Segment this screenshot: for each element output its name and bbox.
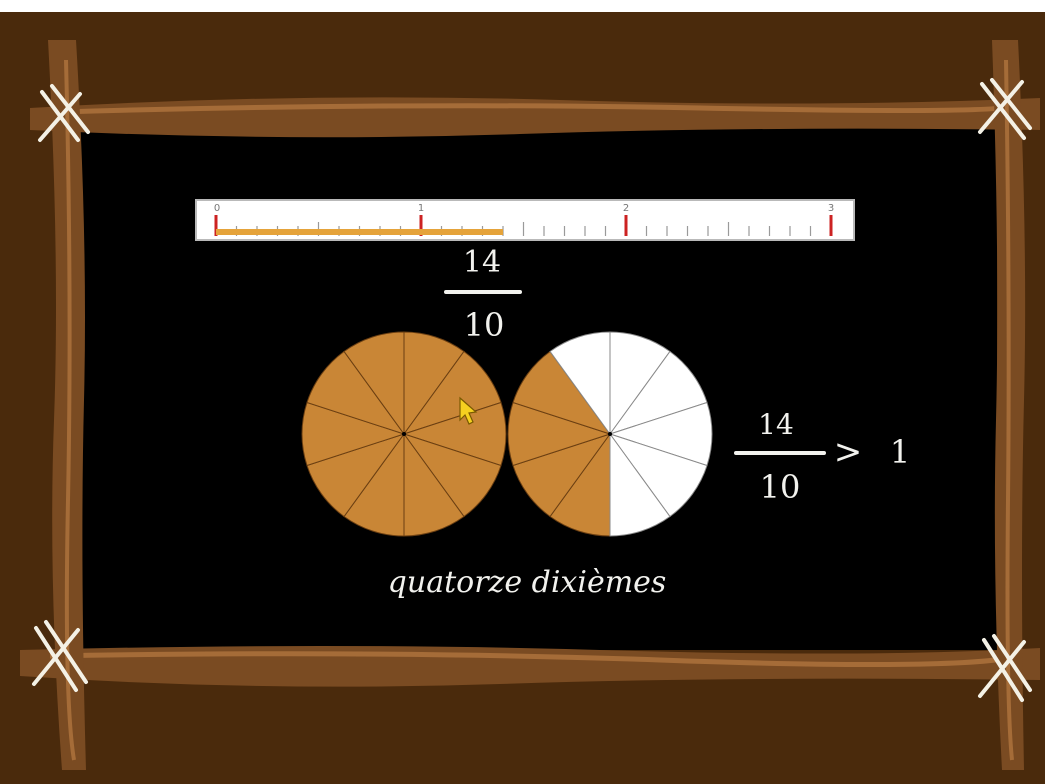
pie-center-dot (402, 432, 406, 436)
number-line-highlight-bar (216, 229, 503, 235)
comparison-rhs: 1 (890, 433, 910, 471)
caption-text: quatorze dixièmes (388, 565, 667, 600)
comparison-expression: 14 10 > 1 (734, 408, 910, 506)
comparison-symbol: > (834, 432, 863, 472)
pie-circle-partial (507, 331, 713, 537)
top-strip (0, 0, 1045, 12)
rope-bindings (32, 78, 1032, 702)
rope-binding-top-right (978, 78, 1032, 140)
rope-binding-bottom-left (32, 620, 88, 692)
pie-slice-empty (609, 432, 671, 537)
top-fraction: 14 10 (444, 245, 522, 344)
number-line-tick-label-3: 3 (828, 203, 834, 214)
frame-beam-bottom (20, 646, 1040, 687)
frame-post-left (48, 40, 86, 770)
pie-slice-filled (403, 432, 465, 537)
number-line-tick-label-1: 1 (418, 203, 424, 214)
comparison-numerator: 14 (758, 408, 794, 441)
rope-binding-top-left (38, 84, 90, 142)
rope-binding-bottom-right (978, 634, 1032, 702)
comparison-denominator: 10 (760, 468, 801, 506)
pie-circle-whole (301, 331, 507, 537)
number-line: 0 1 2 3 (195, 199, 855, 241)
number-line-tick-label-2: 2 (623, 203, 629, 214)
number-line-tick-label-0: 0 (214, 203, 220, 214)
frame-post-right (992, 40, 1026, 770)
top-fraction-numerator: 14 (463, 245, 501, 280)
arrow-pointer-icon (459, 396, 478, 425)
top-fraction-denominator: 10 (464, 306, 505, 344)
pie-center-dot (608, 432, 612, 436)
frame-beam-top (30, 97, 1040, 138)
